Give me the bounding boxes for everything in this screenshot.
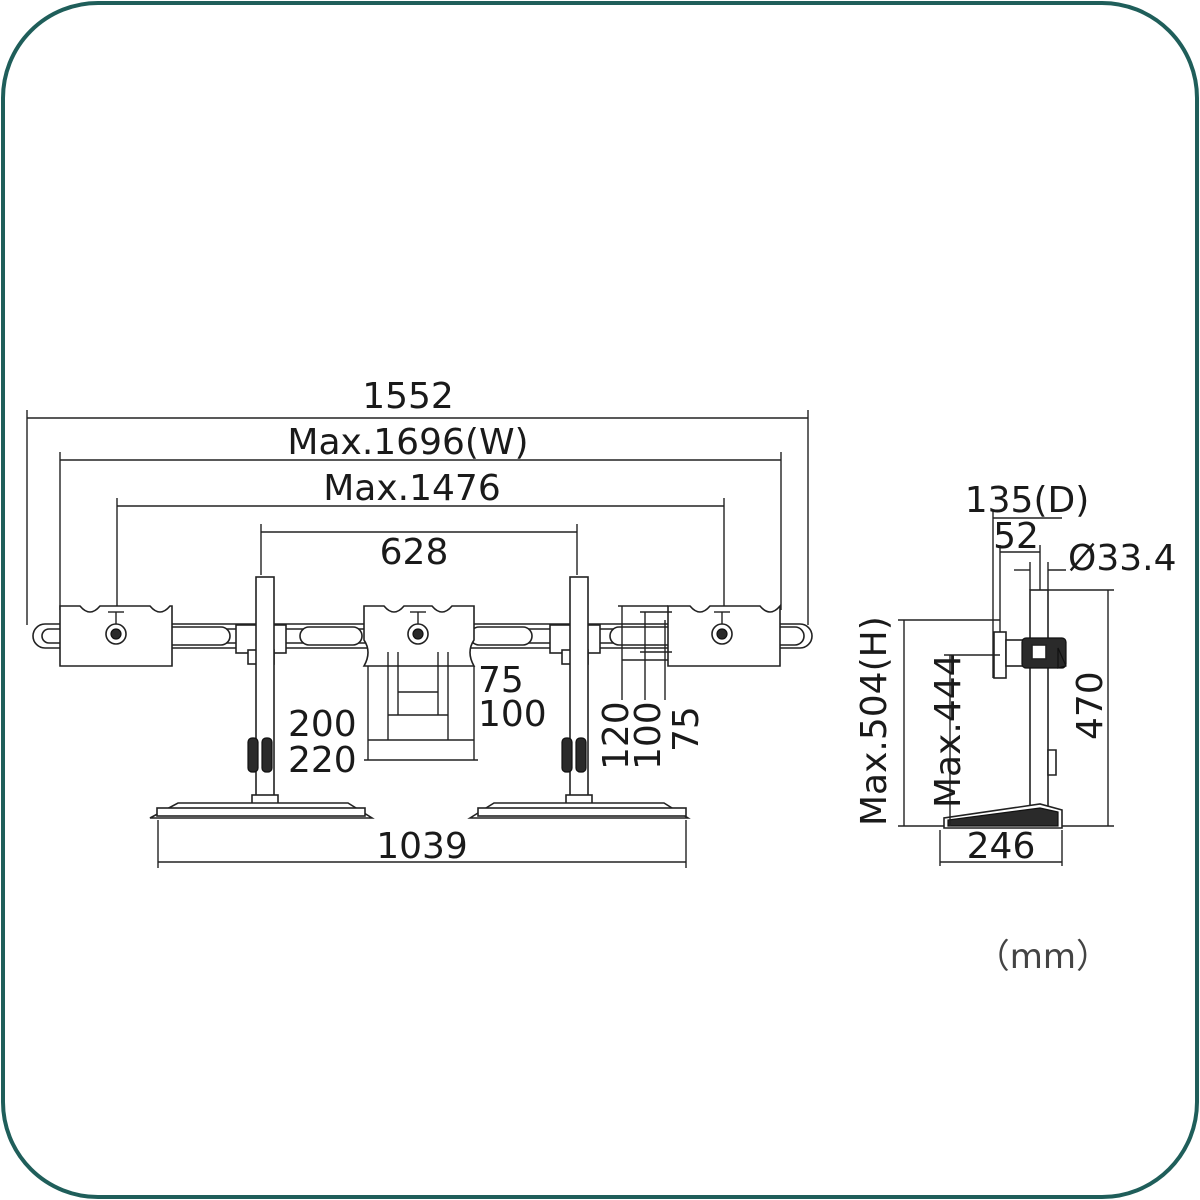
dim-max-mount-height: Max.444 (928, 653, 969, 808)
dim-depth: 135(D) (965, 480, 1090, 521)
dim-vesa-small-a: 75 (478, 660, 524, 701)
dim-max-pitch: Max.1476 (323, 468, 501, 509)
dim-max-height: Max.504(H) (854, 616, 895, 826)
dim-vesa-vert-c: 75 (666, 706, 707, 752)
dim-pole-spacing: 628 (380, 532, 449, 573)
dim-base-width: 1039 (376, 826, 468, 867)
dim-max-width: Max.1696(W) (287, 422, 528, 463)
dim-vesa-large-a: 200 (288, 704, 357, 745)
dim-pole-height: 470 (1070, 671, 1111, 740)
dim-base-depth: 246 (967, 826, 1036, 867)
dim-overall-width: 1552 (362, 376, 454, 417)
side-view (898, 510, 1114, 866)
dim-pole-diameter: Ø33.4 (1068, 538, 1177, 579)
unit-label: （mm） (976, 937, 1110, 977)
dim-vesa-vert-b: 100 (628, 701, 669, 770)
dim-vesa-large-b: 220 (288, 740, 357, 781)
front-view (26, 410, 813, 868)
dim-offset: 52 (993, 516, 1039, 557)
dim-vesa-vert-a: 120 (596, 701, 637, 770)
dim-vesa-small-b: 100 (478, 694, 547, 735)
